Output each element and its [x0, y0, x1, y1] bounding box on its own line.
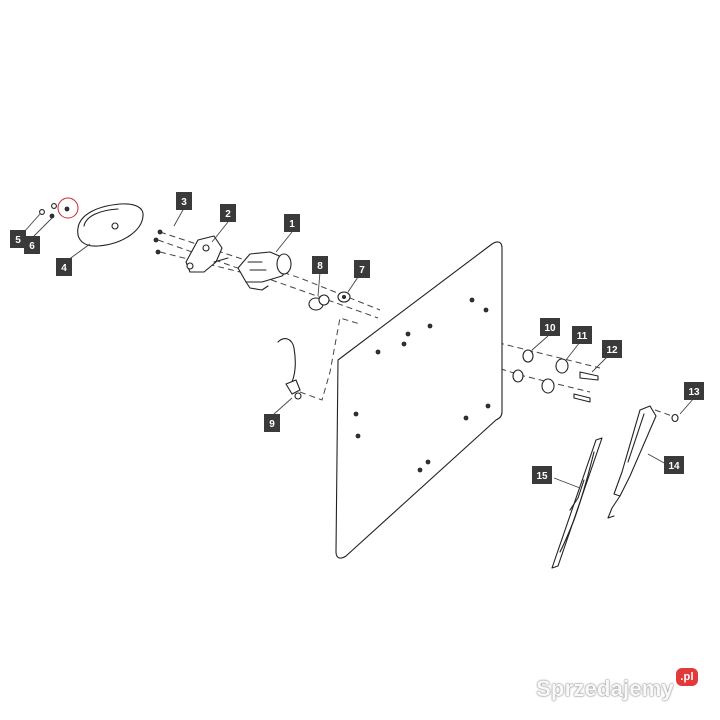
callout-5: 5	[10, 230, 26, 248]
callout-3: 3	[176, 192, 192, 210]
part-washers-right	[512, 349, 569, 394]
callout-15: 15	[532, 466, 552, 484]
part-motor-cover	[77, 203, 144, 247]
callout-10: 10	[540, 318, 560, 336]
callout-9: 9	[264, 414, 280, 432]
watermark-logo: Sprzedajemy.pl	[536, 668, 698, 702]
highlight-circle	[57, 197, 79, 219]
callout-label: 3	[181, 197, 187, 208]
callout-label: 4	[61, 263, 67, 274]
part-nuts-washers	[39, 197, 79, 219]
part-bracket	[185, 235, 229, 273]
callout-6: 6	[24, 236, 40, 254]
glass-panel	[335, 241, 503, 559]
callout-label: 1	[289, 219, 295, 230]
part-grommet	[308, 294, 330, 311]
callout-4: 4	[56, 258, 72, 276]
callout-label: 14	[668, 461, 680, 472]
callout-label: 2	[225, 209, 231, 220]
part-wiper-arm	[607, 405, 657, 519]
part-small-nut	[671, 413, 679, 423]
callout-label: 9	[269, 419, 275, 430]
callout-label: 6	[29, 241, 35, 252]
callout-13: 13	[684, 382, 704, 400]
part-screws	[153, 229, 163, 255]
part-bolts	[573, 371, 599, 403]
callout-11: 11	[572, 326, 592, 344]
watermark-tld-badge: .pl	[676, 668, 698, 686]
part-wiper-motor	[237, 251, 292, 291]
callout-label: 12	[606, 345, 618, 356]
callout-label: 11	[577, 331, 588, 342]
part-washer-hose	[277, 338, 302, 400]
callout-7: 7	[354, 260, 370, 278]
callout-12: 12	[602, 340, 622, 358]
callout-2: 2	[220, 204, 236, 222]
callout-label: 15	[536, 471, 548, 482]
leader-lines	[23, 207, 695, 489]
callout-label: 13	[688, 387, 700, 398]
callout-label: 5	[15, 235, 21, 246]
callout-label: 8	[317, 261, 323, 272]
callout-1: 1	[284, 214, 300, 232]
callout-8: 8	[312, 256, 328, 274]
watermark-brand: Sprzedajemy	[536, 676, 674, 701]
callout-14: 14	[664, 456, 684, 474]
callout-label: 7	[359, 265, 365, 276]
part-wiper-blade	[551, 437, 603, 569]
callout-label: 10	[544, 323, 556, 334]
part-nut	[337, 291, 351, 303]
